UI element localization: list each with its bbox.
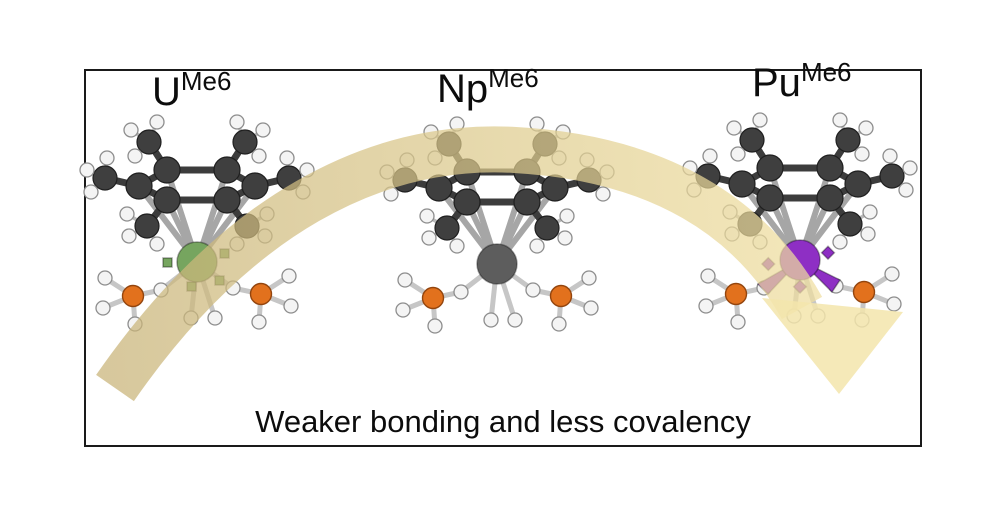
label-pu-base: Pu xyxy=(752,61,801,105)
trend-arrow-icon xyxy=(96,126,903,402)
label-np: NpMe6 xyxy=(437,63,539,111)
molecule-np xyxy=(380,117,614,333)
label-u: UMe6 xyxy=(152,66,231,114)
label-u-sup: Me6 xyxy=(181,66,232,96)
caption-text: Weaker bonding and less covalency xyxy=(255,404,751,439)
neptunium-atom xyxy=(476,243,518,285)
label-pu-sup: Me6 xyxy=(801,57,852,87)
label-u-base: U xyxy=(152,70,181,114)
label-np-sup: Me6 xyxy=(488,63,539,93)
label-pu: PuMe6 xyxy=(752,57,852,105)
label-np-base: Np xyxy=(437,67,488,111)
frame xyxy=(84,69,922,447)
